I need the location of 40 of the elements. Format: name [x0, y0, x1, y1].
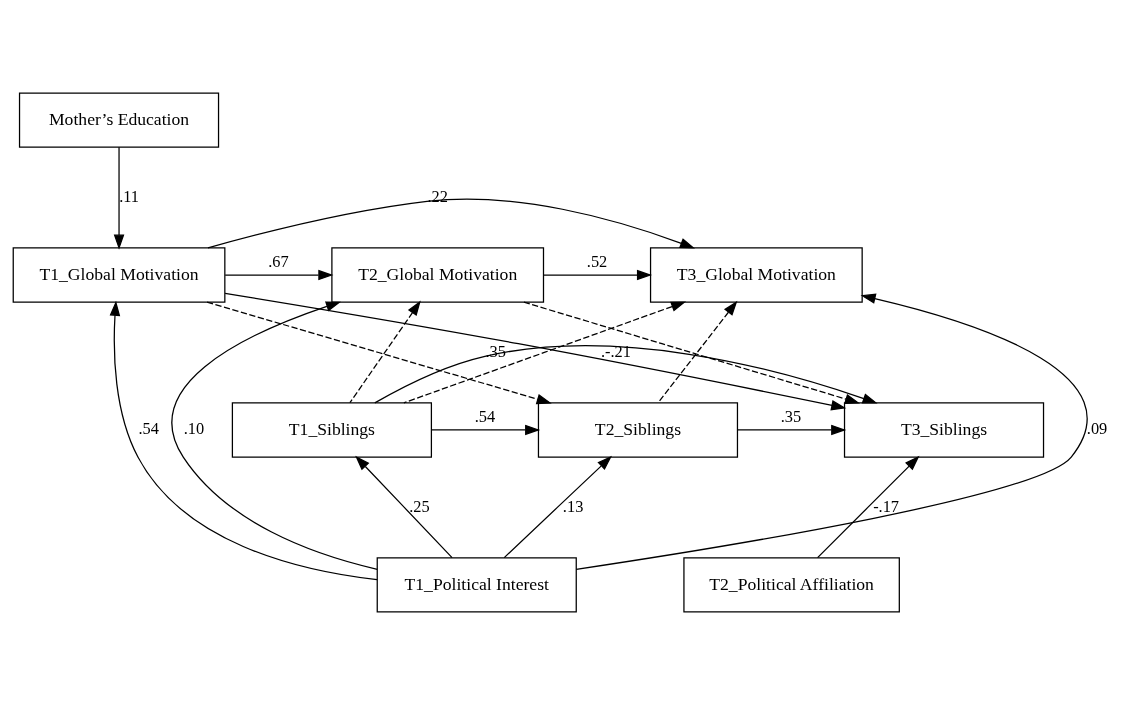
arrow	[523, 301, 861, 404]
arrow	[431, 424, 541, 435]
arrow	[355, 455, 453, 558]
arrow	[171, 300, 378, 570]
edge-label: .10	[183, 418, 205, 438]
arrow	[657, 300, 738, 403]
node-box: T1_Political Interest	[376, 556, 577, 613]
node-box: T2_Global Motivation	[331, 246, 545, 303]
edge-label: .52	[586, 251, 608, 271]
node-box: T2_Political Affiliation	[683, 556, 900, 613]
edge-label: .-.21	[600, 341, 631, 361]
node-box: T3_Global Motivation	[649, 246, 863, 303]
arrow	[737, 424, 847, 435]
edge-label: .13	[562, 496, 584, 516]
arrow	[224, 292, 847, 410]
arrow	[109, 300, 378, 580]
arrow	[206, 301, 552, 404]
arrow	[374, 344, 878, 403]
arrow	[207, 198, 696, 249]
node-box: T1_Global Motivation	[12, 246, 226, 303]
node-box: T3_Siblings	[843, 401, 1045, 458]
arrow	[575, 293, 1088, 570]
node-box: T2_Siblings	[537, 401, 739, 458]
arrow	[224, 269, 334, 280]
node-box: T1_Siblings	[231, 401, 433, 458]
edge-label: .35	[780, 406, 802, 426]
edge-label: .67	[268, 251, 289, 271]
edge-label: .09	[1086, 418, 1108, 438]
arrow	[113, 146, 125, 250]
arrow	[543, 269, 653, 280]
arrow	[817, 455, 920, 558]
edge-label: .54	[474, 406, 496, 426]
edge-label: -.17	[873, 496, 900, 516]
node-box: Mother’s Education	[18, 91, 220, 148]
arrow	[403, 301, 687, 403]
arrow	[503, 455, 612, 558]
edge-label: .25	[409, 496, 430, 516]
edge-label: .11	[119, 186, 140, 206]
edge-label: .54	[138, 418, 159, 438]
arrow	[349, 300, 421, 403]
